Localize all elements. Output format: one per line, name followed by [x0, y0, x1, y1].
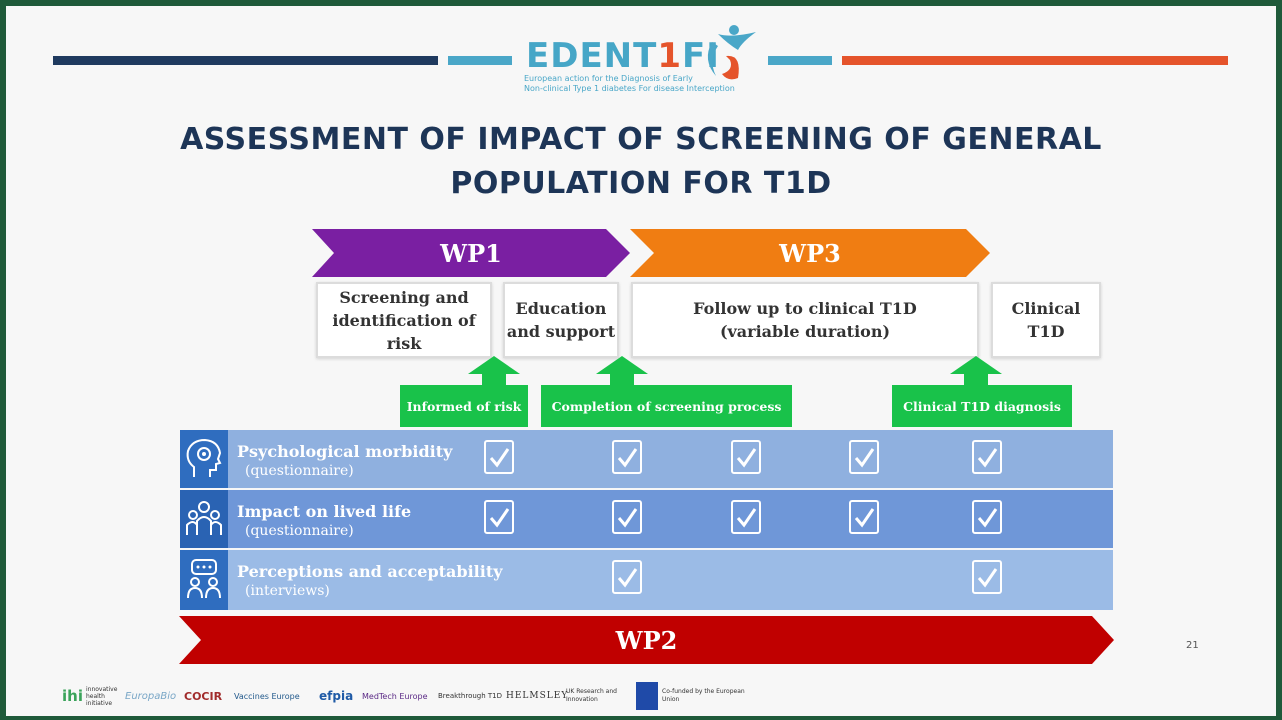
logo-subtitle-line1: European action for the Diagnosis of Ear…: [524, 74, 693, 83]
checkbox-icon: [731, 440, 761, 474]
checkbox-icon: [972, 560, 1002, 594]
wp2-arrow: WP2: [179, 616, 1114, 664]
phase-education-line1: Education: [515, 299, 607, 318]
measure-method-lived-life: (questionnaire): [245, 523, 354, 539]
phase-screening-box: Screening and identification of risk: [316, 282, 492, 358]
partner-logos: ihi innovative health initiative EuropaB…: [6, 682, 1276, 710]
milestone-arrow-completion: [596, 356, 648, 374]
milestone-stem-diagnosis: [964, 373, 988, 386]
phase-education-box: Education and support: [503, 282, 619, 358]
partner-helmsley-logo: HELMSLEY: [506, 691, 569, 701]
milestone-arrow-diagnosis: [950, 356, 1002, 374]
header-bar-teal-left: [448, 56, 512, 65]
measure-title-perceptions: Perceptions and acceptability: [237, 562, 503, 581]
phase-clinical-box: Clinical T1D: [991, 282, 1101, 358]
logo-figure-icon: [707, 25, 756, 80]
measure-method-perceptions: (interviews): [245, 583, 330, 599]
logo-subtitle-line2: Non-clinical Type 1 diabetes For disease…: [524, 84, 735, 93]
wp2-label: WP2: [615, 625, 678, 655]
logo-text-one: 1: [657, 36, 682, 76]
partner-ukri-logo: UK Research and Innovation: [566, 688, 617, 703]
partner-vaccines-europe-logo: Vaccines Europe: [234, 691, 300, 701]
slide: EDENT1FI European action for the Diagnos…: [6, 6, 1276, 716]
head-gear-icon: [180, 430, 228, 488]
page-title: ASSESSMENT OF IMPACT OF SCREENING OF GEN…: [6, 118, 1276, 206]
wp1-arrow: [312, 229, 630, 277]
logo-text-main: EDENT: [526, 36, 658, 76]
wp3-arrow: [630, 229, 990, 277]
partner-europabio-logo: EuropaBio: [125, 690, 177, 702]
partner-breakthrough-t1d-logo: Breakthrough T1D: [438, 692, 503, 700]
people-group-icon: [180, 490, 228, 548]
partner-ihi-logo: ihi innovative health initiative: [62, 682, 120, 710]
checkbox-icon: [484, 440, 514, 474]
checkbox-icon: [612, 500, 642, 534]
checkbox-icon: [731, 500, 761, 534]
header-bar-teal-right: [768, 56, 832, 65]
partner-medtech-europe-logo: MedTech Europe: [362, 691, 428, 701]
milestone-stem-informed: [482, 373, 506, 386]
phase-clinical-line2: T1D: [1027, 322, 1065, 341]
wp3-label: WP3: [779, 238, 841, 268]
phase-education-line2: and support: [506, 322, 616, 341]
milestone-informed-of-risk: Informed of risk: [400, 385, 528, 427]
speech-people-icon: [180, 550, 228, 610]
page-number: 21: [1186, 640, 1199, 651]
checkbox-icon: [849, 440, 879, 474]
phase-followup-line1: Follow up to clinical T1D: [693, 299, 917, 318]
measure-row-psychological: [180, 430, 1113, 488]
checkbox-icon: [612, 560, 642, 594]
measure-title-psychological: Psychological morbidity: [237, 442, 453, 461]
phase-followup-line2: (variable duration): [719, 322, 891, 341]
checkbox-icon: [972, 440, 1002, 474]
milestone-arrow-informed: [468, 356, 520, 374]
partner-ihi-name: innovative health initiative: [85, 685, 118, 707]
partner-cocir-logo: COCIR: [184, 689, 223, 703]
checkbox-icon: [484, 500, 514, 534]
checkbox-icon: [972, 500, 1002, 534]
partner-eu-logo: Co-funded by the European Union: [636, 682, 748, 710]
measure-method-psychological: (questionnaire): [245, 463, 354, 479]
partner-efpia-logo: efpia: [319, 689, 354, 703]
checkbox-icon: [849, 500, 879, 534]
phase-screening-line2: identification of risk: [332, 310, 476, 353]
header-bar-navy: [53, 56, 438, 65]
milestone-clinical-diagnosis: Clinical T1D diagnosis: [892, 385, 1072, 427]
milestone-stem-completion: [610, 373, 634, 386]
milestone-completion-of-screening: Completion of screening process: [541, 385, 792, 427]
wp1-label: WP1: [440, 238, 502, 268]
header-bar-orange: [842, 56, 1228, 65]
logo-subtitle: European action for the Diagnosis of Ear…: [524, 74, 754, 94]
edent1fi-logo: EDENT1FI: [526, 36, 720, 76]
partner-ihi-short: ihi: [62, 687, 83, 705]
measure-row-lived-life: [180, 490, 1113, 548]
phase-clinical-line1: Clinical: [1011, 299, 1081, 318]
checkbox-icon: [612, 440, 642, 474]
phase-screening-line1: Screening and: [339, 287, 469, 307]
page-title-line1: ASSESSMENT OF IMPACT OF SCREENING OF GEN…: [180, 122, 1102, 157]
page-title-line2: POPULATION FOR T1D: [450, 166, 832, 201]
measure-row-perceptions: [180, 550, 1113, 610]
measure-title-lived-life: Impact on lived life: [237, 502, 412, 521]
phase-followup-box: Follow up to clinical T1D (variable dura…: [631, 282, 979, 358]
